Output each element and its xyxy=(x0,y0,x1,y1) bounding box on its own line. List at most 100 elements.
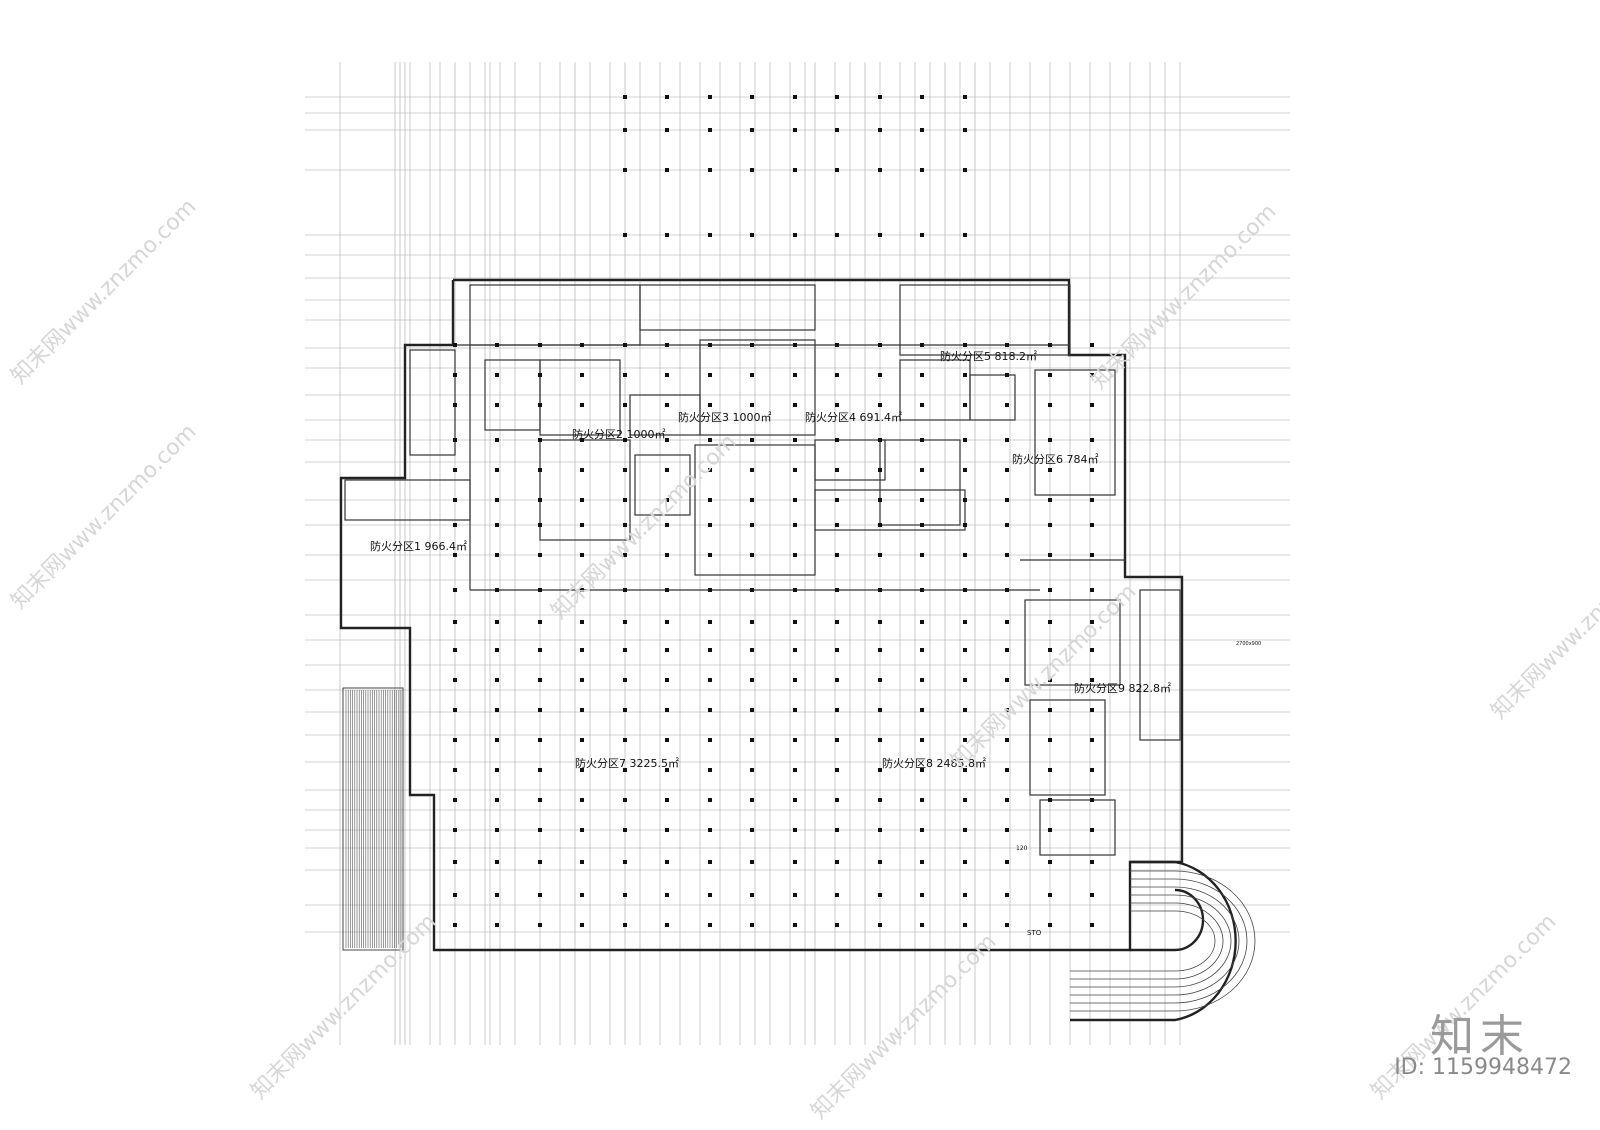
column xyxy=(495,893,499,897)
column xyxy=(1048,523,1052,527)
column xyxy=(453,678,457,682)
column xyxy=(623,498,627,502)
column xyxy=(453,553,457,557)
column xyxy=(878,553,882,557)
column xyxy=(580,523,584,527)
column xyxy=(623,523,627,527)
column xyxy=(623,798,627,802)
column xyxy=(708,768,712,772)
column xyxy=(963,923,967,927)
column xyxy=(665,468,669,472)
column xyxy=(963,620,967,624)
column xyxy=(708,233,712,237)
column xyxy=(750,648,754,652)
structural-columns xyxy=(453,95,1094,927)
column xyxy=(963,95,967,99)
column xyxy=(878,438,882,442)
fire-zone-5-label: 防火分区5 818.2㎡ xyxy=(940,349,1037,363)
column xyxy=(708,678,712,682)
column xyxy=(580,738,584,742)
column xyxy=(963,768,967,772)
column xyxy=(1005,373,1009,377)
column xyxy=(1005,828,1009,832)
column xyxy=(623,233,627,237)
column xyxy=(750,923,754,927)
column xyxy=(453,343,457,347)
column xyxy=(835,678,839,682)
column xyxy=(580,553,584,557)
column xyxy=(963,648,967,652)
sto-label: STO xyxy=(1027,929,1042,937)
column xyxy=(793,588,797,592)
column xyxy=(1090,923,1094,927)
column xyxy=(1048,648,1052,652)
column xyxy=(793,438,797,442)
column xyxy=(750,798,754,802)
curved-ramp-lane xyxy=(1070,894,1232,988)
column xyxy=(793,738,797,742)
column xyxy=(665,768,669,772)
fire-zone-8-label: 防火分区8 2485.8㎡ xyxy=(882,756,986,770)
column xyxy=(1048,620,1052,624)
column xyxy=(920,738,924,742)
column xyxy=(453,893,457,897)
column xyxy=(623,128,627,132)
left-ramp xyxy=(342,687,404,951)
column xyxy=(1090,893,1094,897)
column xyxy=(920,828,924,832)
column xyxy=(538,498,542,502)
column xyxy=(453,923,457,927)
column xyxy=(920,373,924,377)
dimension-label: 2700x900 xyxy=(1236,641,1261,647)
column xyxy=(1048,498,1052,502)
watermark-text: 知末网www.znzmo.com xyxy=(247,909,442,1104)
column xyxy=(580,588,584,592)
column xyxy=(665,403,669,407)
column xyxy=(963,373,967,377)
column xyxy=(963,343,967,347)
brand-logo-text: 知末 xyxy=(1430,1011,1530,1062)
column xyxy=(835,373,839,377)
column xyxy=(835,128,839,132)
column xyxy=(623,468,627,472)
column xyxy=(623,738,627,742)
column xyxy=(1005,403,1009,407)
column xyxy=(580,708,584,712)
column xyxy=(835,738,839,742)
column xyxy=(963,168,967,172)
column xyxy=(665,708,669,712)
column xyxy=(580,468,584,472)
column xyxy=(1090,343,1094,347)
column xyxy=(708,860,712,864)
column xyxy=(665,128,669,132)
column xyxy=(580,373,584,377)
watermarks: 知末网www.znzmo.com 知末网www.znzmo.com 知末网www… xyxy=(7,194,1600,1124)
column xyxy=(538,708,542,712)
column xyxy=(580,893,584,897)
column xyxy=(920,233,924,237)
column xyxy=(1090,373,1094,377)
column xyxy=(793,708,797,712)
column xyxy=(750,468,754,472)
column xyxy=(920,128,924,132)
column xyxy=(495,523,499,527)
column xyxy=(708,468,712,472)
column xyxy=(580,620,584,624)
column xyxy=(920,588,924,592)
column xyxy=(878,128,882,132)
column xyxy=(878,588,882,592)
column xyxy=(665,828,669,832)
column xyxy=(920,403,924,407)
column xyxy=(580,923,584,927)
column xyxy=(963,828,967,832)
column xyxy=(750,768,754,772)
column xyxy=(878,860,882,864)
column xyxy=(580,403,584,407)
column xyxy=(623,768,627,772)
column xyxy=(453,403,457,407)
fire-zone-3-label: 防火分区3 1000㎡ xyxy=(678,410,772,424)
column xyxy=(538,588,542,592)
column xyxy=(1005,620,1009,624)
column xyxy=(878,768,882,772)
column xyxy=(1048,708,1052,712)
